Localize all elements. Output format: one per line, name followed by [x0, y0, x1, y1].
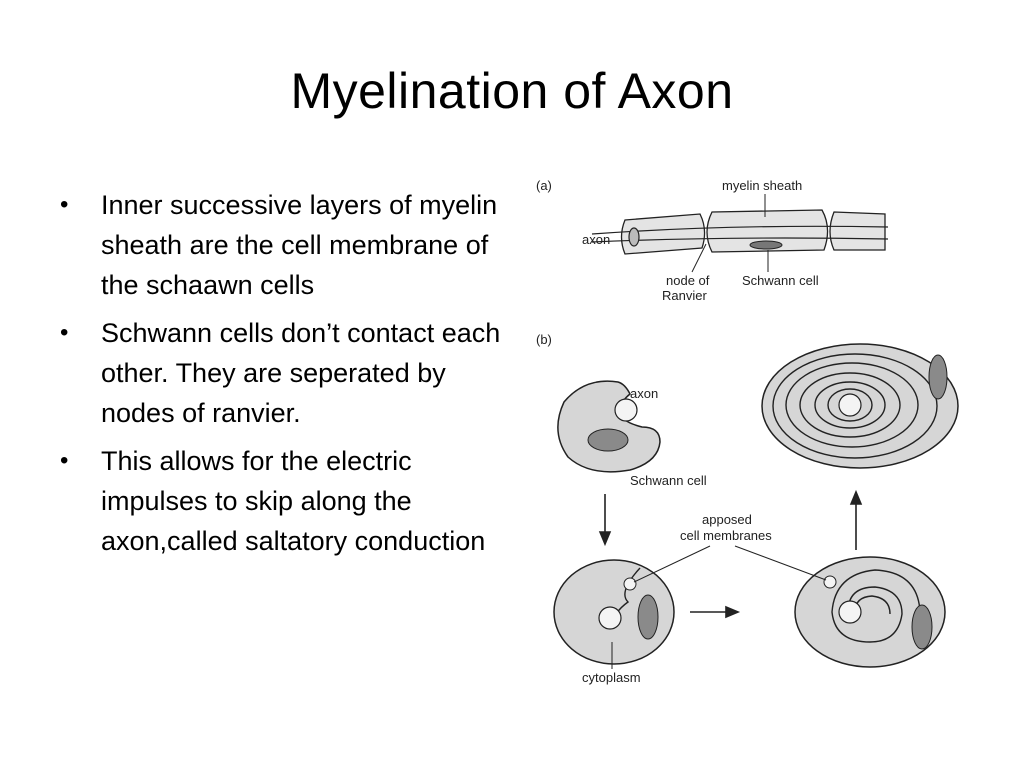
sheath-segment-left — [620, 213, 706, 255]
stage-4-myelinated — [761, 343, 959, 469]
panel-a-tag: (a) — [536, 178, 552, 193]
panel-a: (a) myelin sheath axon node of Ranvier S… — [536, 178, 889, 303]
bullet-item: • This allows for the electric impulses … — [58, 441, 503, 561]
nucleus-icon — [637, 594, 659, 640]
leader-line — [691, 243, 707, 273]
axon-icon — [614, 398, 638, 422]
bullet-text: Inner successive layers of myelin sheath… — [101, 190, 498, 300]
bullet-item: • Inner successive layers of myelin shea… — [58, 185, 503, 305]
label-myelin-sheath: myelin sheath — [722, 178, 802, 193]
bullet-text: This allows for the electric impulses to… — [101, 446, 486, 556]
nucleus-icon — [587, 428, 629, 452]
label-axon-a: axon — [582, 232, 610, 247]
apposed-leader-lines — [633, 545, 827, 583]
sheath-segment-right — [829, 211, 886, 251]
axon-core — [591, 225, 889, 247]
label-apposed-line1: apposed — [702, 512, 752, 527]
label-node-line2: Ranvier — [662, 288, 707, 303]
schwann-cell-body — [557, 380, 661, 473]
axon-icon — [598, 606, 622, 630]
label-cytoplasm: cytoplasm — [582, 670, 641, 685]
apposed-membrane-marker — [823, 575, 837, 589]
panel-b-tag: (b) — [536, 332, 552, 347]
myelin-sheath-segments — [620, 209, 886, 255]
bullet-dot-icon: • — [60, 319, 69, 346]
label-apposed-line2: cell membranes — [680, 528, 772, 543]
bullet-item: • Schwann cells don’t contact each other… — [58, 313, 503, 433]
panel-b: (b) axon Schwann cell — [536, 332, 959, 685]
bullet-text: Schwann cells don’t contact each other. … — [101, 318, 501, 428]
nucleus-icon — [911, 604, 933, 650]
axon-icon — [838, 393, 862, 417]
sheath-segment-middle — [706, 209, 829, 253]
bullet-dot-icon: • — [60, 447, 69, 474]
bullet-dot-icon: • — [60, 191, 69, 218]
schwann-nucleus-icon — [749, 240, 783, 250]
stage-3-wrapping — [794, 556, 946, 668]
stage-1-schwann-cell: axon Schwann cell — [557, 380, 707, 488]
myelination-diagram: (a) myelin sheath axon node of Ranvier S… — [530, 172, 1000, 692]
slide-title: Myelination of Axon — [290, 63, 734, 119]
bullet-list: • Inner successive layers of myelin shea… — [58, 185, 503, 569]
myelin-spiral — [772, 353, 938, 459]
label-schwann-cell-b: Schwann cell — [630, 473, 707, 488]
label-schwann-cell-a: Schwann cell — [742, 273, 819, 288]
nucleus-icon — [928, 354, 948, 400]
apposed-membrane-marker — [623, 577, 637, 591]
axon-icon — [838, 600, 862, 624]
label-axon-b: axon — [630, 386, 658, 401]
label-node-line1: node of — [666, 273, 710, 288]
stage-2-wrapping: cytoplasm — [553, 559, 675, 685]
